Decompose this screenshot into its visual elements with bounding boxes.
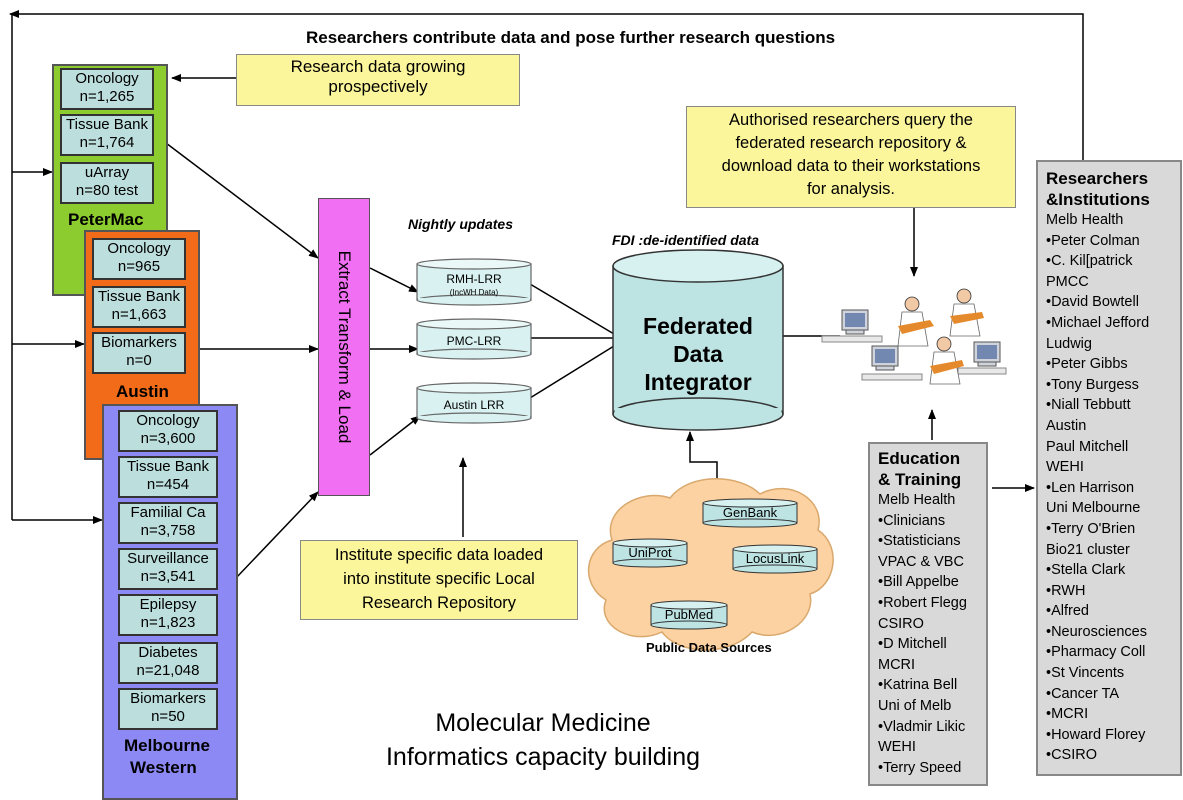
- researchers-list-item: •Howard Florey: [1046, 726, 1146, 743]
- education-training-panel: Education & Training Melb Health •Clinici…: [868, 442, 988, 786]
- education-list-item: MCRI: [878, 656, 916, 673]
- researchers-list-item: Ludwig: [1046, 335, 1092, 352]
- mw-cell-diabetes: Diabetes n=21,048: [118, 642, 218, 684]
- education-list-item: •Statisticians: [878, 533, 961, 550]
- nightly-label: Nightly updates: [408, 216, 514, 232]
- note-authorised-query: Authorised researchers query the federat…: [686, 106, 1016, 208]
- fdi-caption: FDI :de-identified data: [612, 232, 759, 248]
- education-list-item: Melb Health: [878, 492, 956, 508]
- education-list-item: •Terry Speed: [878, 759, 962, 776]
- education-list-item: •Vladmir Likic: [878, 718, 966, 735]
- researchers-list-item: •Alfred: [1046, 603, 1089, 620]
- austin-name: Austin: [116, 382, 169, 401]
- education-list-item: WEHI: [878, 739, 916, 756]
- public-source-pubmed: [650, 600, 728, 630]
- institution-melbourne-western: Oncology n=3,600 Tissue Bank n=454 Famil…: [102, 404, 238, 800]
- researchers-list-item: •Niall Tebbutt: [1046, 397, 1131, 414]
- researchers-institutions-panel: Researchers &Institutions Melb Health •Pe…: [1036, 160, 1182, 776]
- researchers-list-item: •Tony Burgess: [1046, 376, 1139, 393]
- researchers-list-item: •Pharmacy Coll: [1046, 644, 1146, 661]
- public-source-locuslink: [732, 544, 818, 574]
- public-source-genbank: [702, 498, 798, 528]
- researchers-list-item: •CSIRO: [1046, 747, 1097, 764]
- researchers-list-item: Melb Health: [1046, 212, 1124, 228]
- education-list-item: Uni of Melb: [878, 697, 952, 714]
- pubmed-label: PubMed: [664, 607, 714, 622]
- top-caption: Researchers contribute data and pose fur…: [306, 28, 836, 47]
- researchers-list-item: •Neurosciences: [1046, 623, 1147, 640]
- researchers-list-item: •Michael Jefford: [1046, 314, 1150, 331]
- researchers-list-item: •Peter Colman: [1046, 232, 1140, 249]
- lrr-rmh-sublabel: (IncWH Data): [449, 288, 499, 297]
- fdi-title: Federated Data Integrator: [643, 313, 753, 395]
- researchers-title-line1: Researchers: [1046, 169, 1149, 188]
- mw-cell-oncology: Oncology n=3,600: [118, 410, 218, 452]
- lrr-pmc-label: PMC-LRR: [446, 334, 502, 348]
- fdi-cylinder: [612, 249, 784, 431]
- education-list-item: •D Mitchell: [878, 636, 947, 653]
- researchers-list-item: Austin: [1046, 417, 1087, 434]
- researchers-list-item: •C. Kil[patrick: [1046, 253, 1133, 270]
- researchers-list-item: •MCRI: [1046, 706, 1089, 723]
- austin-cell-biomarkers: Biomarkers n=0: [92, 332, 186, 374]
- researchers-list-item: WEHI: [1046, 459, 1084, 476]
- mw-cell-epilepsy: Epilepsy n=1,823: [118, 594, 218, 636]
- austin-cell-tissue-bank: Tissue Bank n=1,663: [92, 286, 186, 328]
- mw-cell-surveillance: Surveillance n=3,541: [118, 548, 218, 590]
- researchers-list-item: Paul Mitchell: [1046, 438, 1129, 455]
- mw-name-line2: Western: [130, 758, 197, 777]
- note-institute-specific: Institute specific data loaded into inst…: [300, 540, 578, 620]
- public-sources-caption: Public Data Sources: [646, 640, 772, 655]
- researchers-list-item: •Peter Gibbs: [1046, 356, 1128, 373]
- etl-bar: Extract Transform & Load: [318, 198, 370, 496]
- researchers-list-item: •RWH: [1046, 582, 1086, 599]
- mw-name-line1: Melbourne: [124, 736, 210, 755]
- researchers-list-item: •Terry O'Brien: [1046, 520, 1136, 537]
- researchers-list-item: Bio21 cluster: [1046, 541, 1130, 558]
- lrr-rmh-label: RMH-LRR: [446, 272, 502, 286]
- education-title-line2: & Training: [878, 470, 962, 489]
- public-source-uniprot: [612, 538, 688, 568]
- petermac-name: PeterMac: [68, 210, 144, 229]
- petermac-cell-oncology: Oncology n=1,265: [60, 68, 154, 110]
- lrr-austin-label: Austin LRR: [443, 398, 505, 412]
- education-list-item: •Bill Appelbe: [878, 574, 959, 591]
- researchers-list-item: •St Vincents: [1046, 665, 1125, 682]
- austin-cell-oncology: Oncology n=965: [92, 238, 186, 280]
- lrr-pmc-cylinder: [416, 318, 532, 360]
- locuslink-label: LocusLink: [745, 551, 805, 566]
- footer-title: Molecular Medicine Informatics capacity …: [385, 709, 701, 771]
- education-list-item: •Robert Flegg: [878, 594, 967, 611]
- researchers-workstations-icon: [821, 288, 1007, 385]
- researchers-list-item: •Stella Clark: [1046, 562, 1126, 579]
- lrr-rmh-cylinder: [416, 258, 532, 306]
- researchers-list-item: •David Bowtell: [1046, 294, 1139, 311]
- education-title-line1: Education: [878, 449, 961, 468]
- researchers-list-item: PMCC: [1046, 273, 1089, 290]
- petermac-cell-uarray: uArray n=80 test: [60, 162, 154, 204]
- researchers-title-line2: &Institutions: [1046, 190, 1150, 209]
- mw-cell-tissue-bank: Tissue Bank n=454: [118, 456, 218, 498]
- genbank-label: GenBank: [722, 505, 778, 520]
- note-research-growing: Research data growing prospectively: [236, 54, 520, 106]
- uniprot-label: UniProt: [628, 545, 672, 560]
- petermac-cell-tissue-bank: Tissue Bank n=1,764: [60, 114, 154, 156]
- researchers-list-item: •Cancer TA: [1046, 685, 1120, 702]
- mw-cell-biomarkers: Biomarkers n=50: [118, 688, 218, 730]
- education-list-item: VPAC & VBC: [878, 553, 964, 570]
- etl-label: Extract Transform & Load: [335, 250, 354, 444]
- education-list-item: •Clinicians: [878, 512, 946, 529]
- researchers-list-item: Uni Melbourne: [1046, 500, 1141, 517]
- education-list-item: CSIRO: [878, 615, 924, 632]
- mw-cell-familial-ca: Familial Ca n=3,758: [118, 502, 218, 544]
- education-list-item: •Katrina Bell: [878, 677, 958, 694]
- researchers-list-item: •Len Harrison: [1046, 479, 1135, 496]
- lrr-austin-cylinder: [416, 382, 532, 424]
